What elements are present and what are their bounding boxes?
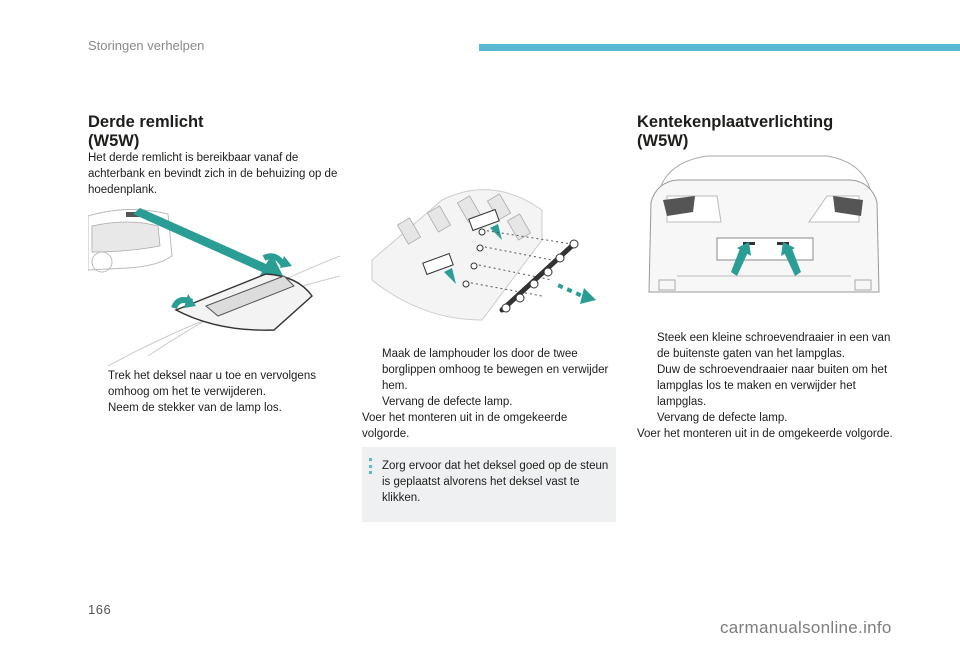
title-line-2: (W5W) [88, 132, 140, 150]
license-plate-light-title: Kentekenplaatverlichting (W5W) [637, 113, 833, 151]
list-item: Trek het deksel naar u toe en vervolgens… [108, 370, 316, 398]
list-item: Maak de lamphouder los door de twee borg… [382, 348, 609, 392]
header-accent-bar [479, 44, 960, 51]
lamp-holder-steps: Maak de lamphouder los door de twee borg… [362, 346, 617, 442]
note-text: Zorg ervoor dat het deksel goed op de st… [382, 460, 609, 504]
license-plate-steps: Steek een kleine schroevendraaier in een… [637, 330, 893, 442]
reassembly-text: Voer het monteren uit in de omgekeerde v… [637, 428, 893, 440]
list-item: Vervang de defecte lamp. [657, 412, 788, 424]
reassembly-text: Voer het monteren uit in de omgekeerde v… [362, 412, 568, 440]
list-item: Neem de stekker van de lamp los. [108, 402, 282, 414]
watermark: carmanualsonline.info [720, 618, 892, 637]
page-number: 166 [88, 602, 112, 617]
note-box: Zorg ervoor dat het deksel goed op de st… [362, 447, 616, 522]
section-title: Storingen verhelpen [88, 38, 205, 53]
list-item: Vervang de defecte lamp. [382, 396, 513, 408]
list-item: Duw de schroevendraaier naar buiten om h… [657, 364, 888, 408]
title-line-1: Derde remlicht [88, 113, 204, 131]
title-line-2: (W5W) [637, 132, 689, 150]
third-brake-light-title: Derde remlicht (W5W) [88, 113, 204, 151]
brake-light-intro: Het derde remlicht is bereikbaar vanaf d… [88, 152, 338, 196]
brake-light-illustration [88, 208, 340, 366]
list-item: Steek een kleine schroevendraaier in een… [657, 332, 891, 360]
lamp-holder-illustration [371, 189, 596, 321]
license-plate-illustration [648, 155, 880, 293]
title-line-1: Kentekenplaatverlichting [637, 113, 834, 131]
info-marker-icon [369, 458, 376, 474]
brake-light-steps: Trek het deksel naar u toe en vervolgens… [88, 368, 343, 416]
